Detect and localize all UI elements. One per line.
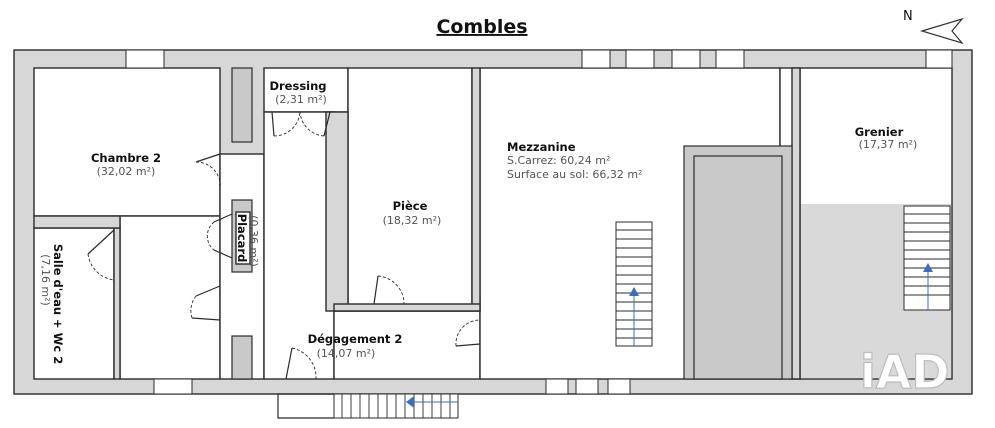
wall-piece-left <box>325 111 349 312</box>
room-detail: S.Carrez: 60,24 m² <box>507 154 610 167</box>
mezzanine-void-inner <box>693 155 783 380</box>
floor-title: Combles <box>436 16 527 38</box>
window-mezzanine-4 <box>715 49 745 69</box>
door-dressing <box>271 111 331 137</box>
room-area: (7,16 m²) <box>39 254 52 306</box>
room-name: Mezzanine <box>507 140 576 154</box>
iad-logo: iAD <box>860 345 950 399</box>
duct-lower <box>231 335 253 380</box>
room-area: (17,37 m²) <box>859 138 918 151</box>
stairs-up-arrow-icon <box>629 287 639 296</box>
window-mezzanine-bottom-3 <box>607 378 631 395</box>
door-degagement-left <box>285 347 317 380</box>
stairs-mezzanine <box>615 221 653 347</box>
room-chambre-2 <box>33 67 221 217</box>
door-chambre-lower <box>190 285 221 321</box>
north-label: N <box>903 9 913 24</box>
room-area: (2,31 m²) <box>275 93 327 106</box>
room-name: Pièce <box>393 199 428 213</box>
wall-piece-bottom <box>333 303 481 312</box>
room-area: (14,07 m²) <box>317 347 376 360</box>
label-salle-d-eau: Salle d'eau + Wc 2 (7,16 m²) <box>39 244 65 364</box>
window-grenier <box>925 49 953 69</box>
window-mezzanine-bottom-1 <box>545 378 569 395</box>
placard-interior <box>235 211 251 265</box>
room-area: (0,36 m²) <box>247 215 260 267</box>
room-name: Placard <box>235 214 249 263</box>
room-name: Chambre 2 <box>91 151 161 165</box>
window-mezzanine-1 <box>581 49 611 69</box>
room-name: Grenier <box>855 125 904 139</box>
room-name: Dégagement 2 <box>308 332 403 346</box>
wall-grenier <box>791 67 801 380</box>
window-chambre <box>125 49 165 69</box>
door-salle-d-eau <box>87 229 115 281</box>
wall-salle-d-eau <box>113 227 121 380</box>
north-arrow-icon <box>919 17 964 45</box>
window-mezzanine-2 <box>625 49 655 69</box>
room-chambre-2-lower <box>119 215 221 380</box>
room-piece <box>347 67 473 312</box>
room-name: Salle d'eau + Wc 2 <box>51 244 65 364</box>
window-mezzanine-bottom-2 <box>575 378 599 395</box>
room-detail: Surface au sol: 66,32 m² <box>507 168 642 181</box>
door-piece <box>373 275 405 305</box>
wall-piece-right <box>471 67 481 312</box>
stairs-grenier <box>903 205 951 311</box>
label-placard: Placard (0,36 m²) <box>235 214 260 267</box>
stairs-down-arrow-icon <box>406 396 414 408</box>
room-salle-d-eau <box>33 227 115 380</box>
window-mezzanine-3 <box>671 49 701 69</box>
duct-upper <box>231 67 253 143</box>
door-mezzanine <box>455 319 481 347</box>
room-area: (18,32 m²) <box>383 214 442 227</box>
room-degagement-2 <box>263 111 335 380</box>
door-placard <box>206 213 233 259</box>
window-chambre-bottom <box>153 378 193 395</box>
stairs-up-arrow-icon <box>923 263 933 272</box>
room-name: Dressing <box>269 79 326 93</box>
wall-salle-d-eau-top <box>33 215 121 229</box>
door-chambre-2 <box>195 153 221 191</box>
room-area: (32,02 m²) <box>97 165 156 178</box>
stairs-lower <box>277 393 459 419</box>
